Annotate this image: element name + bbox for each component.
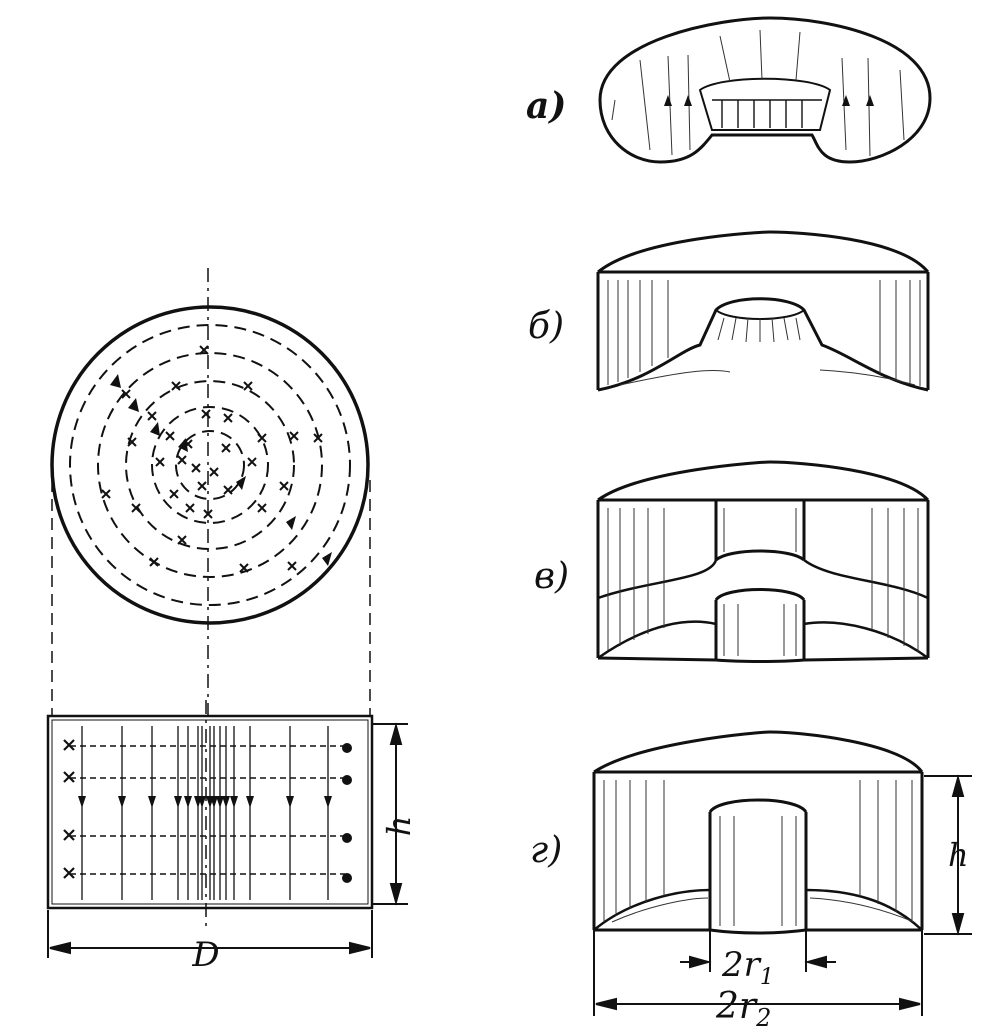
field-cross [223, 413, 233, 423]
field-cross [209, 467, 219, 477]
field-line-arrow [118, 796, 126, 808]
dimension-D [47, 910, 373, 958]
reentrant-cavity-double-post [596, 460, 930, 663]
cavity-top-view [50, 268, 370, 720]
field-cross [149, 557, 159, 567]
field-cross [221, 443, 231, 453]
panel-label-g: г) [530, 830, 562, 871]
field-cross [131, 503, 141, 513]
field-cross [287, 561, 297, 571]
field-cross [165, 431, 175, 441]
reentrant-cavity-cone [596, 230, 930, 392]
field-cross [197, 481, 207, 491]
field-cross [191, 463, 201, 473]
field-line-arrow [198, 796, 206, 808]
field-cross [121, 389, 131, 399]
field-cross [177, 455, 187, 465]
panel-label-b: б) [528, 306, 564, 347]
field-cross [247, 457, 257, 467]
field-cross [127, 437, 137, 447]
projection-lines [51, 480, 371, 716]
field-cross [257, 503, 267, 513]
field-line-arrow [184, 796, 192, 808]
label-2r2: 2r2 [715, 986, 771, 1032]
field-cross [203, 509, 213, 519]
field-line-arrow [222, 796, 230, 808]
cavity-side-view [46, 700, 374, 930]
panel-label-v: в) [534, 556, 569, 597]
field-cross [289, 431, 299, 441]
field-direction-arrows [110, 374, 332, 566]
label-2r1: 2r1 [721, 945, 774, 990]
field-cross [199, 345, 209, 355]
electric-field-crosses [101, 345, 323, 573]
electric-field-lines [78, 726, 332, 900]
field-line-arrow [286, 796, 294, 808]
label-h-left: h [380, 816, 418, 837]
field-cross [155, 457, 165, 467]
field-line-arrow [78, 796, 86, 808]
field-cross [279, 481, 289, 491]
field-line-arrow [148, 796, 156, 808]
field-line-arrow [216, 796, 224, 808]
label-2r1-main: 2r [721, 945, 762, 985]
label-2r1-sub: 1 [760, 965, 774, 990]
dimension-h-left [372, 722, 408, 906]
field-cross [257, 433, 267, 443]
field-line-arrow [210, 796, 218, 808]
field-cross [223, 485, 233, 495]
panel-label-a: а) [526, 85, 566, 127]
dimension-h-right [924, 774, 972, 936]
side-dots [342, 743, 352, 883]
dimension-2r2 [593, 930, 923, 1016]
field-cross [201, 409, 211, 419]
field-cross [177, 535, 187, 545]
field-cross [147, 411, 157, 421]
field-cross [171, 381, 181, 391]
label-h-right: h [948, 836, 969, 874]
field-cross [183, 439, 193, 449]
label-2r2-sub: 2 [755, 1004, 771, 1032]
magnetic-field-lines-side [70, 745, 345, 875]
field-cross [101, 489, 111, 499]
field-line-arrow [230, 796, 238, 808]
field-line-arrow [246, 796, 254, 808]
toroid-resonator [598, 16, 932, 164]
field-cross [239, 563, 249, 573]
dimension-2r1 [680, 930, 836, 972]
magnetic-field-rings [69, 324, 351, 606]
side-crosses [63, 739, 75, 879]
field-cross [243, 381, 253, 391]
reentrant-cavity-single-post [592, 730, 924, 935]
label-2r2-main: 2r [715, 986, 758, 1027]
field-line-arrow [324, 796, 332, 808]
field-cross [313, 433, 323, 443]
field-cross [169, 489, 179, 499]
label-D: D [191, 935, 219, 975]
cavity-outer-wall [50, 305, 370, 625]
field-cross [185, 503, 195, 513]
field-line-arrow [174, 796, 182, 808]
